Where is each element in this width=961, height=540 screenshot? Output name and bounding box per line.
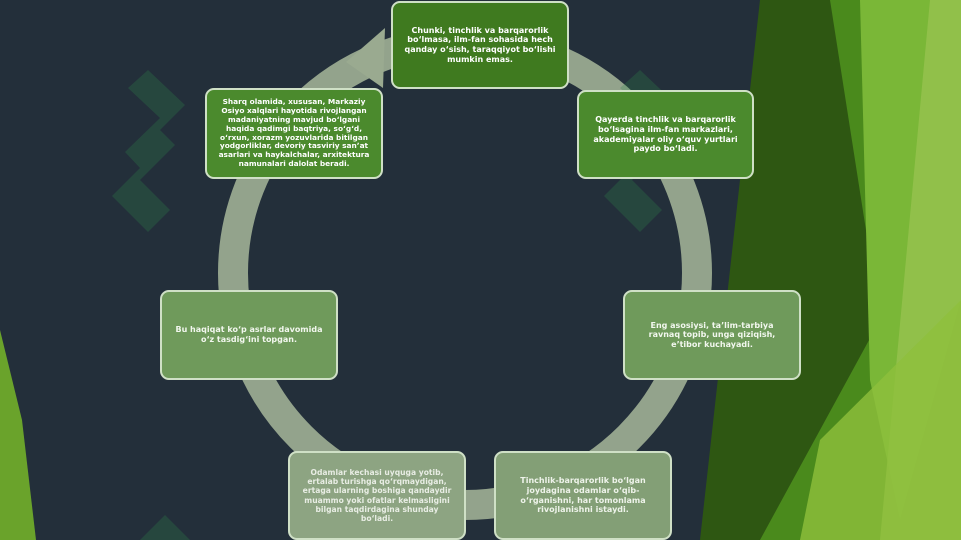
cycle-box-7: Sharq olamida, xususan, Markaziy Osiyo x… <box>205 88 383 179</box>
cycle-box-2: Qayerda tinchlik va barqarorlik boʻlsagi… <box>577 90 754 179</box>
cycle-box-1: Chunki, tinchlik va barqarorlik boʻlmasa… <box>391 1 569 89</box>
left-accent <box>0 330 36 540</box>
cycle-box-4: Tinchlik-barqarorlik boʻlgan joydagina o… <box>494 451 672 540</box>
cycle-box-3: Eng asosiysi, taʼlim-tarbiya ravnaq topi… <box>623 290 801 380</box>
cycle-box-7-text: Sharq olamida, xususan, Markaziy Osiyo x… <box>218 97 370 169</box>
right-accent-lime <box>800 300 961 540</box>
cycle-box-6: Bu haqiqat koʻp asrlar davomida oʻz tasd… <box>160 290 338 380</box>
cycle-box-1-text: Chunki, tinchlik va barqarorlik boʻlmasa… <box>404 25 556 64</box>
cycle-box-5-text: Odamlar kechasi uyquga yotib, ertalab tu… <box>302 468 452 523</box>
cycle-box-4-text: Tinchlik-barqarorlik boʻlgan joydagina o… <box>520 476 646 515</box>
cycle-box-2-text: Qayerda tinchlik va barqarorlik boʻlsagi… <box>593 115 738 154</box>
cycle-box-3-text: Eng asosiysi, taʼlim-tarbiya ravnaq topi… <box>648 320 776 349</box>
cycle-arrow-icon <box>346 28 385 88</box>
cycle-box-5: Odamlar kechasi uyquga yotib, ertalab tu… <box>288 451 466 540</box>
cycle-box-6-text: Bu haqiqat koʻp asrlar davomida oʻz tasd… <box>175 325 323 344</box>
